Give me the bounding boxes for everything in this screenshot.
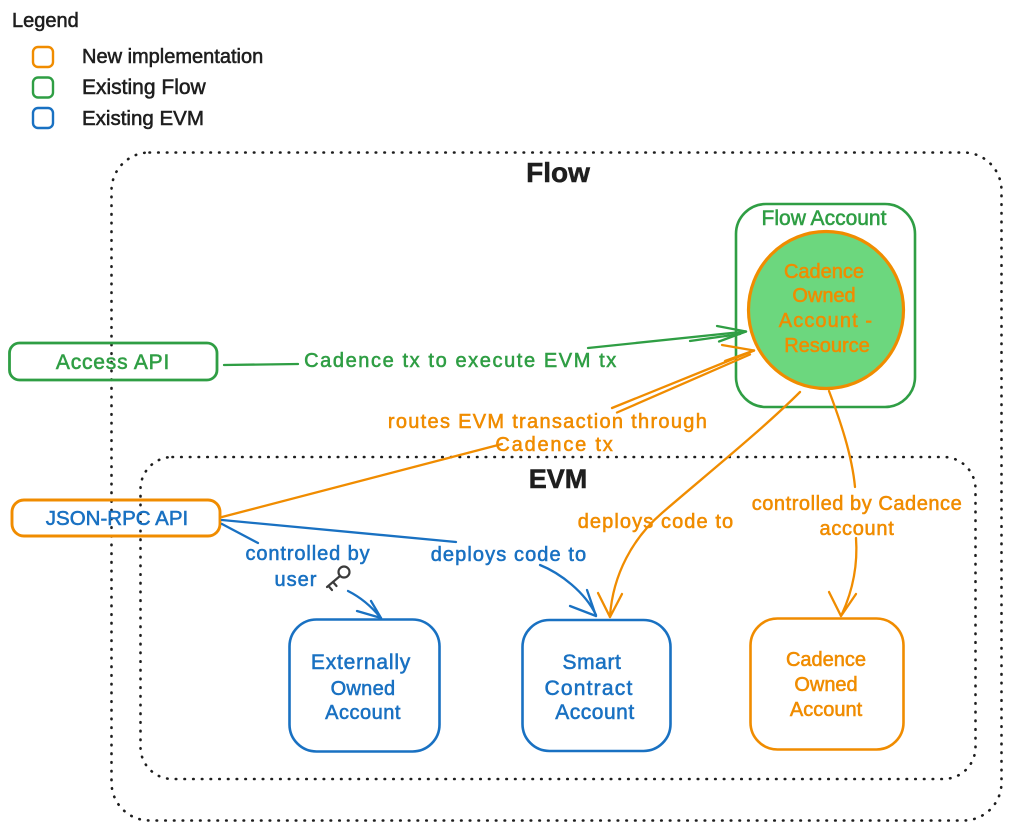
svg-text:user: user xyxy=(275,569,318,591)
svg-text:Account: Account xyxy=(790,699,863,721)
svg-text:JSON-RPC API: JSON-RPC API xyxy=(46,507,188,530)
svg-text:Flow Account: Flow Account xyxy=(762,207,887,230)
svg-text:Externally: Externally xyxy=(311,651,411,674)
svg-text:Existing Flow: Existing Flow xyxy=(82,76,207,99)
svg-text:Existing EVM: Existing EVM xyxy=(82,107,204,130)
svg-text:Account: Account xyxy=(555,701,634,724)
svg-text:controlled by: controlled by xyxy=(245,543,370,565)
svg-text:account: account xyxy=(820,518,895,540)
svg-text:Owned: Owned xyxy=(792,285,855,307)
svg-text:Owned: Owned xyxy=(794,674,857,696)
svg-text:routes EVM transaction through: routes EVM transaction through xyxy=(388,411,708,433)
svg-text:Cadence: Cadence xyxy=(786,649,866,671)
svg-text:Cadence: Cadence xyxy=(784,261,864,283)
svg-text:Account: Account xyxy=(325,702,401,724)
svg-text:EVM: EVM xyxy=(529,464,588,494)
svg-text:Access API: Access API xyxy=(56,351,170,374)
svg-text:Resource: Resource xyxy=(784,335,870,357)
svg-text:Contract: Contract xyxy=(545,677,634,700)
svg-text:Cadence tx: Cadence tx xyxy=(495,434,614,456)
svg-text:Legend: Legend xyxy=(12,10,79,32)
svg-text:controlled by Cadence: controlled by Cadence xyxy=(752,493,963,515)
svg-text:deploys code to: deploys code to xyxy=(431,544,588,566)
svg-text:deploys code to: deploys code to xyxy=(578,511,735,533)
svg-text:Flow: Flow xyxy=(526,157,590,188)
svg-text:Owned: Owned xyxy=(331,678,396,700)
svg-text:New implementation: New implementation xyxy=(82,46,263,68)
svg-text:Smart: Smart xyxy=(562,651,621,674)
svg-text:Account -: Account - xyxy=(779,310,873,332)
svg-text:Cadence tx to execute EVM tx: Cadence tx to execute EVM tx xyxy=(304,350,618,372)
